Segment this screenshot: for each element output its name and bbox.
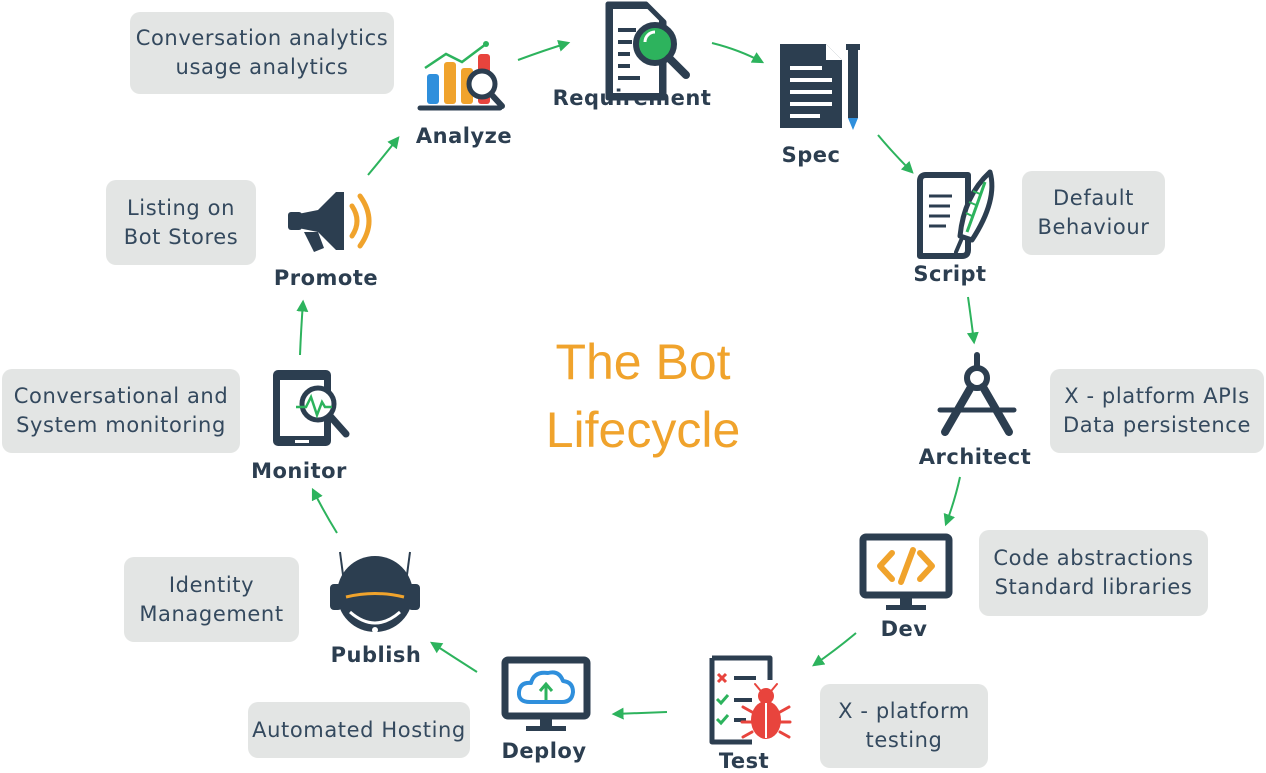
stage-label-promote: Promote — [273, 266, 379, 290]
robot-head-icon — [330, 551, 420, 633]
arrow-architect-dev — [943, 476, 961, 527]
code-monitor-icon — [859, 533, 953, 610]
megaphone-icon — [288, 192, 372, 252]
stage-label-deploy: Deploy — [501, 739, 587, 763]
arrow-test-deploy — [611, 707, 668, 720]
stage-label-architect: Architect — [918, 445, 1032, 469]
arrow-analyze-requirement — [517, 40, 571, 61]
bar-chart-magnifier-icon — [417, 41, 505, 111]
arrow-spec-script — [877, 134, 914, 174]
stage-label-requirement: Requirement — [552, 86, 712, 110]
arrow-requirement-spec — [711, 42, 765, 64]
stage-label-test: Test — [718, 749, 770, 773]
arrow-publish-monitor — [311, 487, 338, 534]
stage-label-script: Script — [913, 262, 987, 286]
stage-label-publish: Publish — [330, 643, 422, 667]
tablet-magnifier-icon — [273, 370, 350, 446]
document-quill-icon — [917, 169, 995, 259]
checklist-bug-icon — [709, 655, 792, 745]
stage-label-spec: Spec — [781, 143, 841, 167]
stage-label-monitor: Monitor — [251, 459, 347, 483]
compass-icon — [937, 352, 1017, 436]
arrow-deploy-publish — [429, 641, 478, 673]
diagram-title: The Bot Lifecycle — [545, 334, 741, 458]
stage-label-dev: Dev — [880, 617, 928, 641]
arrow-monitor-promote — [296, 299, 309, 356]
arrow-promote-analyze — [367, 136, 400, 176]
stage-label-analyze: Analyze — [415, 124, 513, 148]
cloud-upload-monitor-icon — [501, 656, 591, 731]
arrow-dev-test — [812, 632, 857, 667]
cycle-arrows — [296, 40, 979, 720]
arrow-script-architect — [966, 296, 979, 345]
note-deploy: Automated Hosting — [248, 702, 470, 758]
document-pencil-icon — [780, 44, 860, 130]
document-magnifier-icon — [605, 1, 690, 101]
